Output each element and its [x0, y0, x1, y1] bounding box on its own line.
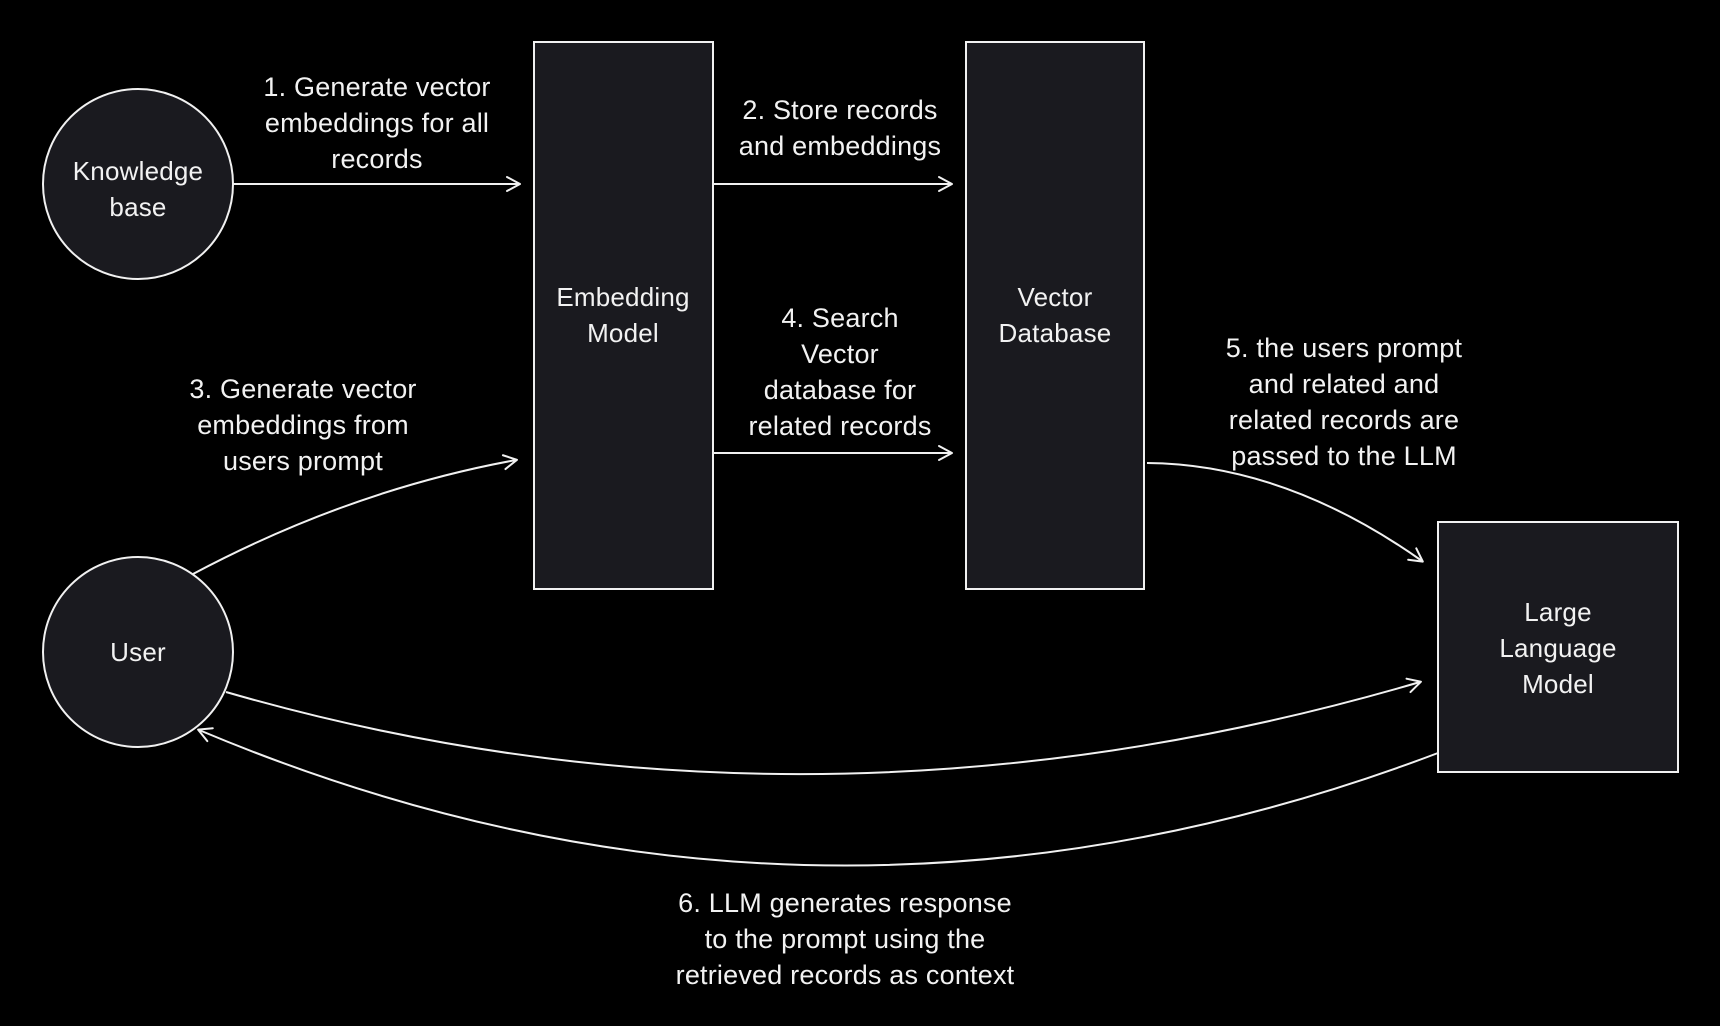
edge-label-step3: 3. Generate vector embeddings from users…: [189, 374, 417, 476]
user-label: User: [110, 637, 166, 667]
arrow-user-to-embedding-model: [192, 454, 518, 575]
embedding-model-label: Embedding Model: [556, 282, 690, 348]
edge-label-step6: 6. LLM generates response to the prompt …: [675, 888, 1015, 990]
llm-label: Large Language Model: [1499, 597, 1617, 699]
edge-label-step1: 1. Generate vector embeddings for all re…: [263, 72, 491, 174]
edge-label-step4: 4. Search Vector database for related re…: [748, 303, 932, 441]
arrow-llm-to-user: [197, 727, 1439, 867]
vector-database-node: [965, 41, 1145, 590]
arrow-vector-database-to-llm: [1146, 462, 1424, 563]
arrow-user-prompt-to-llm: [225, 677, 1422, 776]
knowledge-base-node: [42, 88, 234, 280]
llm-node: [1437, 521, 1679, 773]
knowledge-base-label: Knowledge base: [72, 156, 204, 222]
edge-label-step5: 5. the users prompt and related and rela…: [1225, 333, 1463, 471]
vector-database-label: Vector Database: [998, 282, 1112, 348]
user-node: [42, 556, 234, 748]
edge-label-step2: 2. Store records and embeddings: [738, 95, 942, 161]
embedding-model-node: [533, 41, 714, 590]
